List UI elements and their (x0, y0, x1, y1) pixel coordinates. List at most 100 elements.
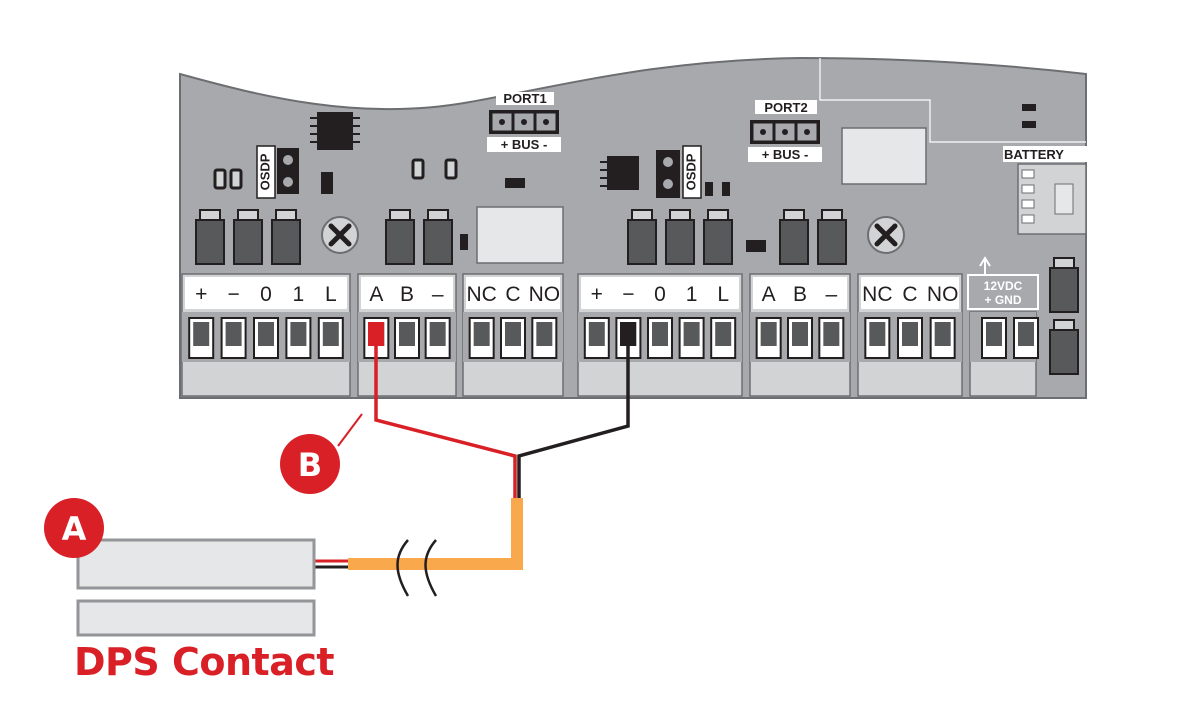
terminal-label: A (762, 283, 776, 306)
terminal-screw (710, 317, 737, 359)
terminal-label: NO (927, 283, 959, 306)
power-component (1049, 319, 1079, 375)
battery-label: BATTERY (1004, 147, 1064, 162)
terminal-screw (188, 317, 215, 359)
power-label-top: 12VDC (984, 279, 1023, 293)
dps-contact-caption: DPS Contact (74, 640, 335, 684)
terminal-label: B (400, 283, 414, 306)
power-component (665, 209, 695, 265)
port2-label: PORT2 (764, 100, 807, 115)
terminal-label: L (717, 283, 729, 306)
terminal-screw (787, 317, 813, 359)
terminal-label: A (369, 283, 383, 306)
terminal-block: NC C NO (857, 273, 963, 397)
terminal-label: 0 (654, 283, 666, 306)
terminal-screw (317, 317, 344, 359)
terminal-screw (755, 317, 782, 359)
terminal-label: − (227, 283, 239, 306)
terminal-label: NO (529, 283, 561, 306)
power-component (627, 209, 657, 265)
terminal-label: + (591, 283, 603, 306)
small-components (213, 104, 1036, 252)
callout-a-badge (44, 498, 104, 558)
terminal-label: L (325, 283, 337, 306)
terminal-screw (864, 317, 891, 359)
terminal-screw (468, 317, 495, 359)
terminal-label: B (793, 283, 807, 306)
terminal-block: NC C NO (462, 273, 564, 397)
terminal-screw (253, 317, 279, 359)
terminal-label: 1 (686, 283, 698, 306)
terminal-screw (531, 317, 558, 359)
terminal-screw (220, 317, 247, 359)
power-component (703, 209, 733, 265)
power-component (385, 209, 415, 265)
terminal-screw (1013, 317, 1039, 359)
power-component (195, 209, 225, 265)
port2-header: PORT2 + BUS - (748, 100, 822, 162)
terminal-screw (897, 317, 923, 359)
callout-b-badge (280, 434, 340, 494)
dps-contact-magnet (76, 599, 316, 637)
ic-chip (310, 112, 360, 150)
board-trace (819, 58, 1086, 143)
power-component (779, 209, 809, 265)
terminal-label: – (432, 283, 444, 306)
power-terminal-label: 12VDC + GND (967, 256, 1039, 310)
terminal-screw (500, 317, 526, 359)
terminal-screw (678, 317, 705, 359)
callout-b-letter: B (298, 446, 322, 484)
screw (867, 216, 905, 254)
terminal-label: NC (862, 283, 892, 306)
power-component (817, 209, 847, 265)
relay-block (841, 127, 927, 185)
terminal-screw (818, 317, 845, 359)
black-wire (517, 334, 630, 500)
port2-bus-label: + BUS - (762, 147, 809, 162)
red-wire (374, 334, 517, 500)
osdp-jumper-1: OSDP (256, 145, 299, 199)
cable-break-mark (396, 539, 410, 597)
terminal-label: 1 (293, 283, 305, 306)
dps-contact-switch (76, 538, 316, 590)
terminal-label: NC (466, 283, 496, 306)
terminal-label: C (505, 283, 520, 306)
power-label-bottom: + GND (984, 293, 1021, 307)
power-component (1049, 257, 1079, 313)
terminal-screw (394, 317, 420, 359)
terminal-label: + (195, 283, 207, 306)
terminal-screw (424, 317, 451, 359)
port1-bus-label: + BUS - (501, 137, 548, 152)
osdp-label: OSDP (683, 153, 698, 190)
ic-chip (600, 156, 639, 190)
power-component (423, 209, 453, 265)
osdp-label: OSDP (257, 153, 272, 190)
power-components (195, 209, 1079, 375)
terminal-label: 0 (260, 283, 272, 306)
port1-label: PORT1 (503, 91, 546, 106)
terminal-screw (647, 317, 673, 359)
terminal-screw (981, 317, 1007, 359)
power-component (233, 209, 263, 265)
cable-break-mark (424, 539, 438, 597)
power-component (271, 209, 301, 265)
port1-header: PORT1 + BUS - (487, 91, 561, 152)
terminal-screw (285, 317, 312, 359)
relay-block (476, 206, 564, 264)
terminal-label: − (622, 283, 634, 306)
terminal-screw (929, 317, 956, 359)
power-terminal-block (969, 311, 1039, 397)
osdp-jumper-2: OSDP (656, 145, 702, 199)
callout-b-leader (337, 413, 363, 447)
callout-a-letter: A (62, 510, 87, 548)
terminal-label: – (825, 283, 837, 306)
terminal-label: C (902, 283, 917, 306)
terminal-screw (583, 317, 610, 359)
screw (321, 216, 359, 254)
battery-connector: BATTERY (1003, 146, 1089, 235)
